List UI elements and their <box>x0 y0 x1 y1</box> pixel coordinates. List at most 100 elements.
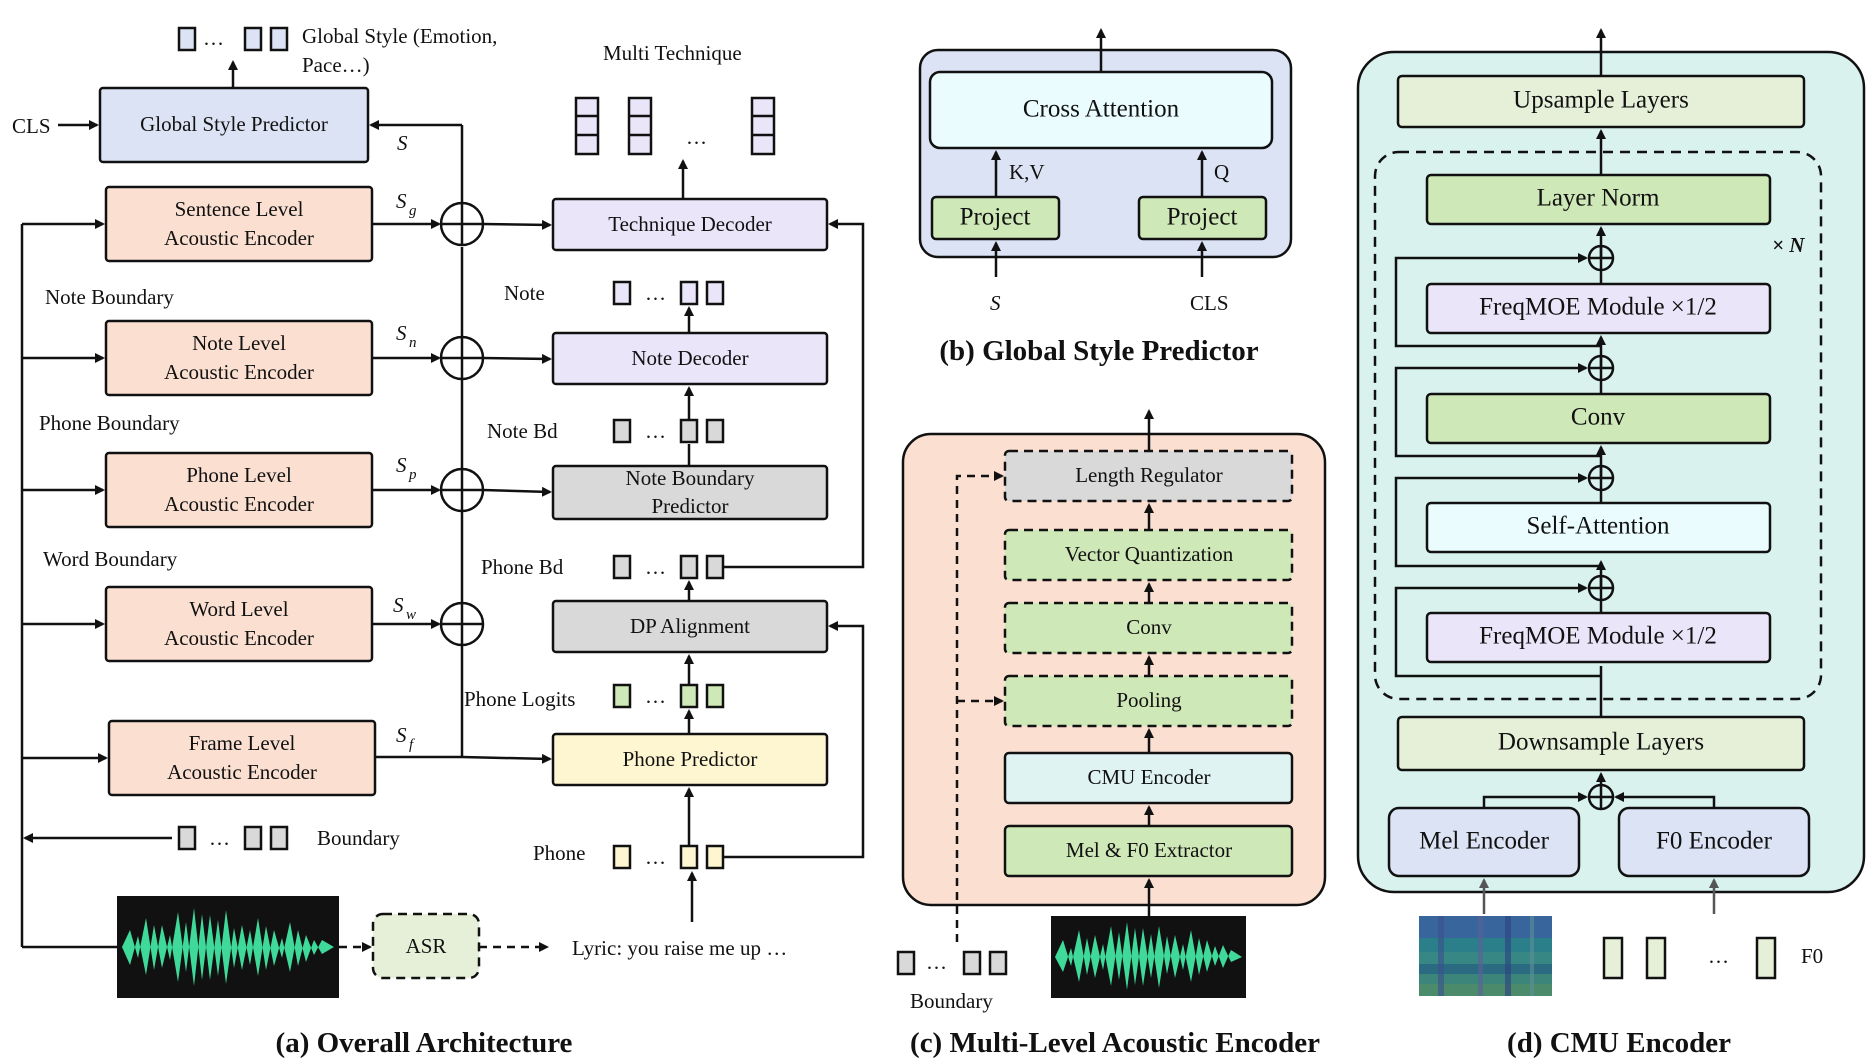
project-left-label: Project <box>960 204 1031 231</box>
note-bd-label: Note Bd <box>487 419 558 443</box>
svg-text:S: S <box>396 723 407 747</box>
s-label: S <box>990 291 1001 315</box>
downsample-label: Downsample Layers <box>1498 729 1704 756</box>
note-encoder-label-2: Acoustic Encoder <box>164 360 314 384</box>
svg-text:p: p <box>408 467 417 483</box>
phone-logits-label: Phone Logits <box>464 687 575 711</box>
note-encoder-label: Note Level <box>192 331 286 355</box>
f0-encoder-label: F0 Encoder <box>1656 828 1773 855</box>
word-boundary-label: Word Boundary <box>43 547 178 571</box>
svg-text:S: S <box>396 453 407 477</box>
ellipsis: … <box>686 125 707 149</box>
note-boundary-predictor-label-2: Predictor <box>652 494 729 518</box>
vector-quantization-label: Vector Quantization <box>1065 542 1234 566</box>
svg-text:n: n <box>409 335 417 351</box>
panel-b-text: Cross Attention Project Project K,V Q S … <box>939 96 1258 367</box>
svg-text:S: S <box>396 189 407 213</box>
pooling-label: Pooling <box>1116 688 1182 712</box>
ellipsis: … <box>645 555 666 579</box>
sum-circle-word <box>439 601 485 647</box>
svg-text:g: g <box>409 203 417 219</box>
ellipsis: … <box>645 419 666 443</box>
caption-b: (b) Global Style Predictor <box>939 335 1258 367</box>
panel-b-global-style-predictor <box>918 28 1293 277</box>
phone-label: Phone <box>533 841 586 865</box>
ellipsis: … <box>209 826 230 850</box>
spectrogram-image <box>1419 916 1552 996</box>
freqmoe-bottom-box <box>1425 611 1772 664</box>
global-style-label-2: Pace…) <box>302 53 370 77</box>
note-boundary-label: Note Boundary <box>45 285 174 309</box>
note-label: Note <box>504 281 545 305</box>
panel-a-text: … Global Style (Emotion, Pace…) Multi Te… <box>12 24 787 1059</box>
project-right-label: Project <box>1167 204 1238 231</box>
waveform-image-a <box>117 896 339 998</box>
phone-boundary-label: Phone Boundary <box>39 411 180 435</box>
sentence-encoder-label: Sentence Level <box>175 197 304 221</box>
lyric-label: Lyric: you raise me up … <box>572 936 787 960</box>
length-regulator-label: Length Regulator <box>1075 463 1223 487</box>
global-style-predictor-label: Global Style Predictor <box>140 112 328 136</box>
ellipsis: … <box>645 281 666 305</box>
freqmoe-bottom-label: FreqMOE Module ×1/2 <box>1479 623 1717 650</box>
sum-circle-sentence <box>439 201 485 247</box>
panel-c-text: Length Regulator Vector Quantization Con… <box>910 463 1320 1059</box>
cmu-encoder-label: CMU Encoder <box>1087 765 1210 789</box>
note-boundary-predictor-label: Note Boundary <box>626 466 755 490</box>
sentence-encoder-label-2: Acoustic Encoder <box>164 226 314 250</box>
global-style-tokens <box>177 26 289 52</box>
cross-attention-label: Cross Attention <box>1023 96 1180 123</box>
cls-label: CLS <box>12 114 51 138</box>
symbol-s: S <box>397 131 408 155</box>
boundary-label-c: Boundary <box>910 989 993 1013</box>
panel-a-overall-architecture <box>20 26 865 998</box>
panel-c-multi-level-encoder <box>896 409 1327 998</box>
upsample-label: Upsample Layers <box>1513 87 1689 114</box>
svg-text:w: w <box>406 607 416 623</box>
panel-d-text: Upsample Layers Layer Norm FreqMOE Modul… <box>1419 87 1823 1059</box>
sum-circle-note <box>439 335 485 381</box>
conv-box-d <box>1425 392 1772 445</box>
svg-text:S: S <box>393 593 404 617</box>
phone-bd-label: Phone Bd <box>481 555 564 579</box>
freqmoe-top-box <box>1425 282 1772 335</box>
kv-label: K,V <box>1009 160 1045 184</box>
ellipsis: … <box>203 26 224 50</box>
technique-decoder-label: Technique Decoder <box>608 212 772 236</box>
cls-label-b: CLS <box>1190 291 1229 315</box>
waveform-image-c <box>1051 916 1246 998</box>
multi-technique-label: Multi Technique <box>603 41 742 65</box>
conv-label-d: Conv <box>1571 404 1626 431</box>
svg-text:S: S <box>396 321 407 345</box>
frame-encoder-label: Frame Level <box>189 731 296 755</box>
caption-c: (c) Multi-Level Acoustic Encoder <box>910 1027 1320 1059</box>
ellipsis: … <box>926 950 947 974</box>
layer-norm-box <box>1425 173 1772 226</box>
global-style-predictor-box <box>98 86 370 164</box>
panel-d-cmu-encoder <box>1356 28 1866 996</box>
self-attention-label: Self-Attention <box>1526 513 1670 540</box>
ellipsis: … <box>645 845 666 869</box>
freqmoe-top-label: FreqMOE Module ×1/2 <box>1479 294 1717 321</box>
caption-a: (a) Overall Architecture <box>276 1027 573 1059</box>
technique-decoder-box <box>551 197 829 252</box>
asr-label: ASR <box>406 934 447 958</box>
ellipsis: … <box>1708 944 1729 968</box>
technique-tokens <box>574 96 776 156</box>
word-encoder-label-2: Acoustic Encoder <box>164 626 314 650</box>
mel-encoder-label: Mel Encoder <box>1419 828 1549 855</box>
phone-encoder-label-2: Acoustic Encoder <box>164 492 314 516</box>
plus-circle-5 <box>1587 783 1615 811</box>
caption-d: (d) CMU Encoder <box>1507 1027 1731 1059</box>
boundary-label: Boundary <box>317 826 400 850</box>
svg-text:f: f <box>409 737 415 753</box>
note-decoder-label: Note Decoder <box>631 346 748 370</box>
q-label: Q <box>1214 160 1229 184</box>
frame-encoder-label-2: Acoustic Encoder <box>167 760 317 784</box>
